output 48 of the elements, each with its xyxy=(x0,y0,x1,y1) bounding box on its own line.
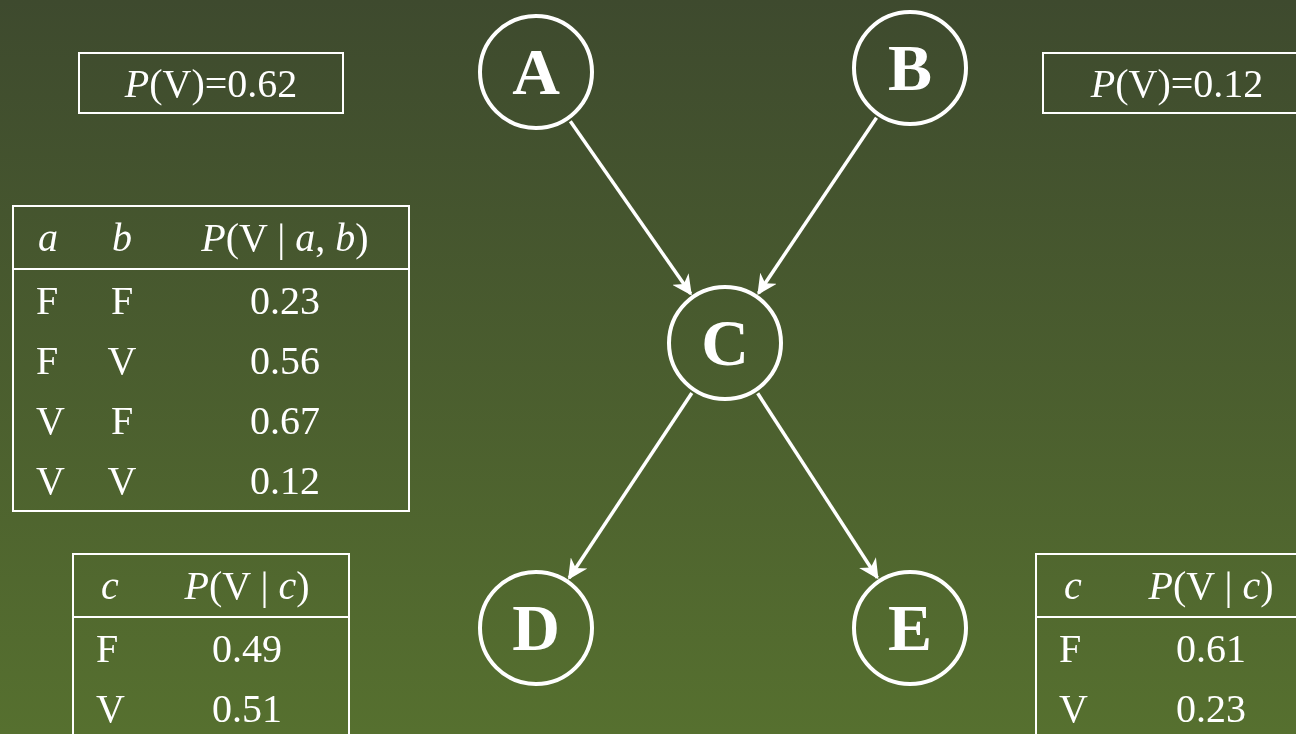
column-header: P(V | c) xyxy=(146,555,348,618)
node-circle xyxy=(852,570,968,686)
probability-box xyxy=(78,52,344,114)
table-cell-text: F xyxy=(1058,624,1083,673)
column-header: a xyxy=(14,207,82,270)
column-header: c xyxy=(1037,555,1109,618)
table-cell-text: V xyxy=(35,456,66,505)
table-cell-text: 0.51 xyxy=(211,684,283,733)
probability-table xyxy=(12,205,410,512)
arrow xyxy=(568,120,693,296)
probability-table xyxy=(72,553,350,734)
node-letter: C xyxy=(701,305,749,381)
table-cell-text: V xyxy=(106,456,138,505)
table-cell-text: 0.49 xyxy=(211,624,283,673)
arrow xyxy=(757,116,878,295)
table-cell-text: 0.56 xyxy=(249,336,321,385)
node-letter: E xyxy=(888,590,932,666)
table-cell-text: F xyxy=(35,276,60,325)
table-cell-text: V xyxy=(106,336,138,385)
node-circle xyxy=(852,10,968,126)
probability-text: P(V)=0.62 xyxy=(124,59,298,107)
table-cell-text: V xyxy=(35,396,66,445)
node-circle xyxy=(478,570,594,686)
probability-table xyxy=(1035,553,1296,734)
table-cell-text: 0.67 xyxy=(249,396,321,445)
node-letter: B xyxy=(888,30,932,106)
column-header: P(V | a, b) xyxy=(162,207,408,270)
column-header: c xyxy=(74,555,146,618)
node-letter: D xyxy=(512,590,560,666)
arrow xyxy=(567,392,694,580)
column-header: P(V | c) xyxy=(1109,555,1296,618)
table-cell-text: V xyxy=(1058,684,1089,733)
table-cell-text: 0.23 xyxy=(249,276,321,325)
arrow xyxy=(756,392,879,580)
table-cell-text: F xyxy=(109,276,135,325)
table-cell-text: 0.23 xyxy=(1175,684,1247,733)
column-header: b xyxy=(82,207,162,270)
table-cell-text: V xyxy=(95,684,126,733)
probability-box xyxy=(1042,52,1296,114)
node-letter: A xyxy=(512,34,560,110)
table-cell-text: 0.61 xyxy=(1175,624,1247,673)
node-circle xyxy=(478,14,594,130)
table-cell-text: F xyxy=(95,624,120,673)
table-cell-text: F xyxy=(109,396,135,445)
table-cell-text: F xyxy=(35,336,60,385)
node-circle xyxy=(667,285,783,401)
probability-text: P(V)=0.12 xyxy=(1090,59,1264,107)
table-cell-text: 0.12 xyxy=(249,456,321,505)
